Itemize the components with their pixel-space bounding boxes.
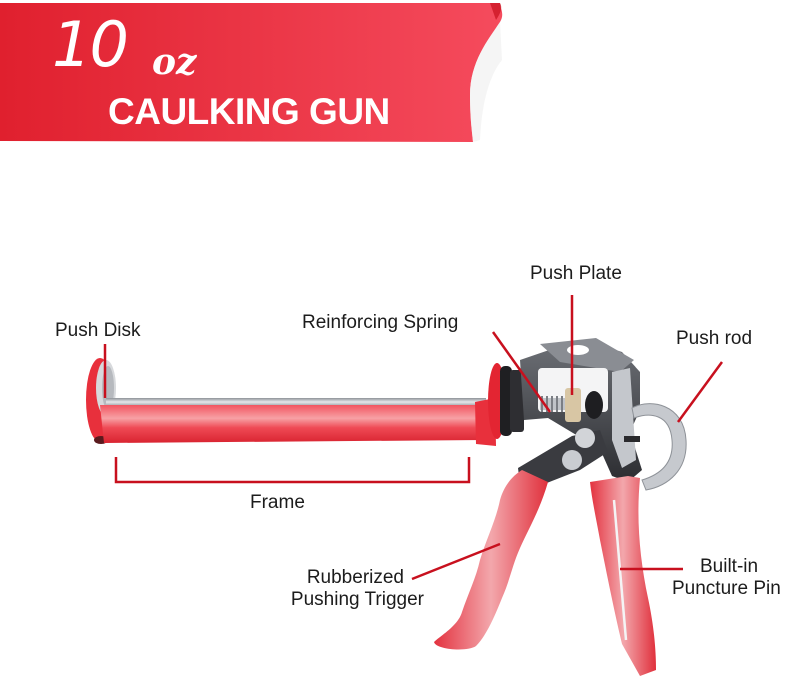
push-plate-part [565, 388, 581, 422]
size-number: 10 [52, 8, 129, 81]
label-trigger-line2: Pushing Trigger [290, 589, 424, 610]
label-push-disk: Push Disk [55, 320, 141, 341]
gun-body [520, 338, 642, 482]
push-rod-part [631, 403, 687, 491]
head-collar [500, 366, 524, 436]
label-frame: Frame [250, 492, 305, 513]
leader-push-rod [676, 361, 724, 423]
label-push-plate: Push Plate [530, 263, 622, 284]
banner-ribbon-shape [0, 3, 503, 142]
leader-lines [103, 295, 724, 581]
pushing-trigger-part [434, 470, 548, 650]
leader-reinforcing-spring [491, 331, 552, 413]
frame-bracket [114, 457, 471, 484]
label-trigger-line1: Rubberized [306, 567, 404, 588]
title-banner: 10 oz CAULKING GUN [0, 0, 510, 150]
leader-trigger [411, 542, 501, 581]
label-pin-line2: Puncture Pin [672, 578, 781, 599]
puncture-pin-handle [590, 476, 656, 676]
product-name: CAULKING GUN [108, 91, 390, 132]
frame-part [100, 363, 506, 446]
label-reinforcing-spring: Reinforcing Spring [302, 312, 459, 333]
label-pin-line1: Built-in [700, 556, 759, 577]
label-push-rod: Push rod [676, 328, 753, 349]
size-unit: oz [152, 41, 197, 83]
